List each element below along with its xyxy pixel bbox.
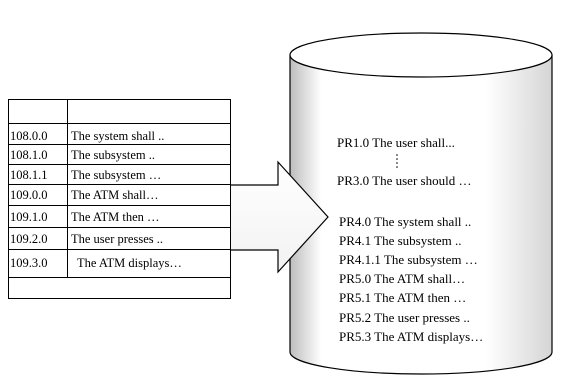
database-entry: PR5.2 The user presses .. <box>339 310 470 325</box>
database-entry: PR5.3 The ATM displays… <box>339 329 483 344</box>
requirement-text: The ATM shall… <box>71 188 159 202</box>
database-entry: PR1.0 The user shall... <box>337 135 455 150</box>
ellipsis-dots <box>396 154 398 168</box>
table-row: 109.1.0 The ATM then … <box>10 210 160 224</box>
requirement-id: 108.1.0 <box>10 148 48 162</box>
cylinder-top <box>289 32 553 78</box>
table-border <box>8 99 231 299</box>
database-cylinder <box>289 32 553 375</box>
table-row: 109.3.0 The ATM displays… <box>10 256 182 270</box>
requirement-id: 108.1.1 <box>10 168 48 182</box>
table-row: 108.1.0 The subsystem .. <box>10 148 155 162</box>
database-entries: PR1.0 The user shall... PR3.0 The user s… <box>337 135 483 344</box>
table-row: 108.1.1 The subsystem … <box>10 168 161 182</box>
requirements-table: 108.0.0 The system shall .. 108.1.0 The … <box>8 99 231 299</box>
requirement-id: 109.0.0 <box>10 188 48 202</box>
cylinder-body <box>289 55 553 375</box>
database-entry: PR5.1 The ATM then … <box>339 290 466 305</box>
table-row: 109.0.0 The ATM shall… <box>10 188 159 202</box>
requirement-text: The ATM displays… <box>77 256 182 270</box>
table-row: 109.2.0 The user presses .. <box>10 232 163 246</box>
requirement-text: The ATM then … <box>71 210 160 224</box>
database-entry: PR4.0 The system shall .. <box>339 214 471 229</box>
table-row: 108.0.0 The system shall .. <box>10 129 164 143</box>
requirement-text: The subsystem … <box>71 168 161 182</box>
requirement-id: 108.0.0 <box>10 129 48 143</box>
requirement-id: 109.3.0 <box>10 256 48 270</box>
requirement-id: 109.1.0 <box>10 210 48 224</box>
database-entry: PR5.0 The ATM shall… <box>339 271 465 286</box>
requirement-id: 109.2.0 <box>10 232 48 246</box>
requirement-text: The system shall .. <box>71 129 164 143</box>
database-entry: PR3.0 The user should … <box>337 173 471 188</box>
database-entry: PR4.1.1 The subsystem … <box>339 252 478 267</box>
requirement-text: The user presses .. <box>71 232 163 246</box>
requirement-text: The subsystem .. <box>71 148 155 162</box>
database-entry: PR4.1 The subsystem .. <box>339 233 462 248</box>
